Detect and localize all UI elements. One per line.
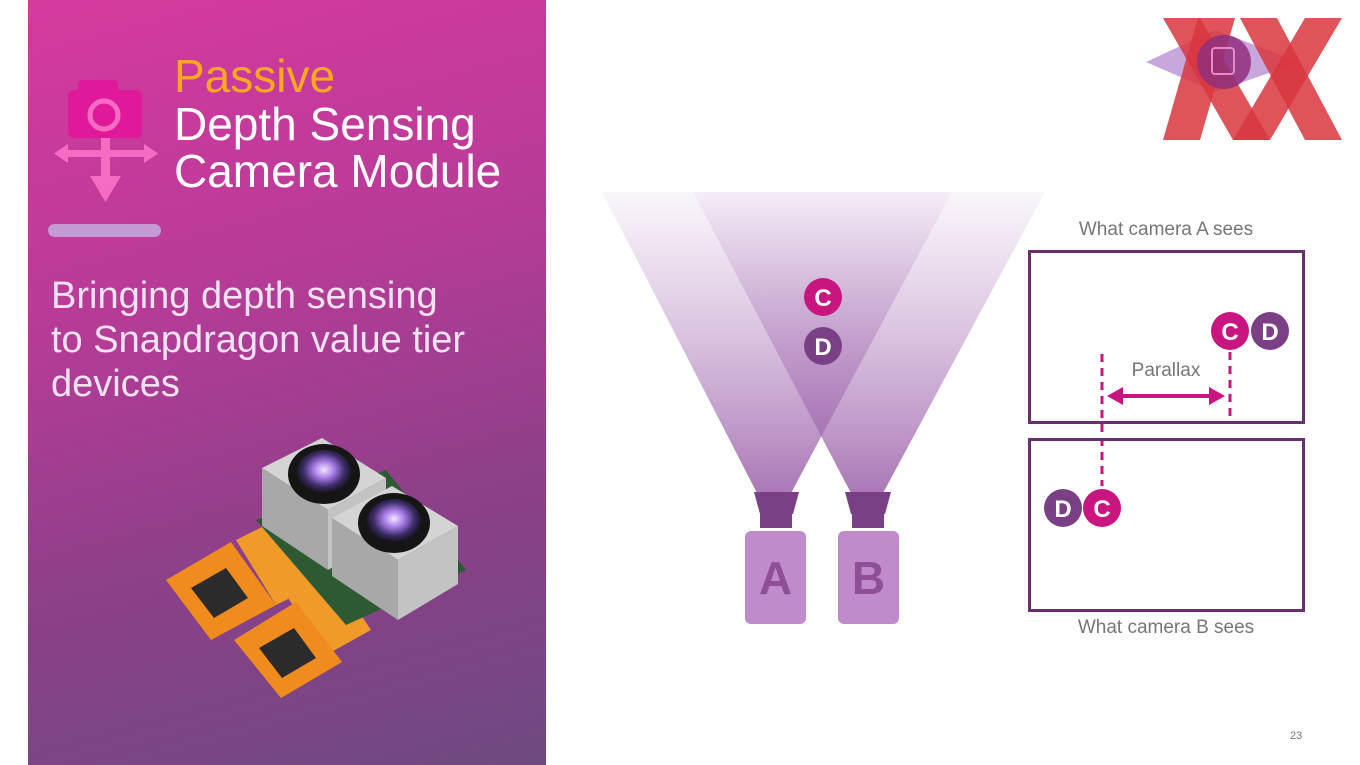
camera-a: A <box>745 492 806 624</box>
parallax-arrow <box>1107 387 1225 405</box>
scene-point-c: C <box>814 285 831 312</box>
camera-b-label: B <box>852 552 885 604</box>
camera-b: B <box>838 492 899 624</box>
parallax-label: Parallax <box>1132 360 1201 381</box>
camera-a-label: A <box>759 552 792 604</box>
camera-b-view-frame <box>1028 438 1305 612</box>
dual-camera-module-image <box>166 438 466 698</box>
title-line-3: Camera Module <box>174 145 502 197</box>
view-a-point-c: C <box>1221 319 1238 346</box>
hardwareluxx-logo <box>1146 18 1342 140</box>
title-line-2: Depth Sensing <box>174 98 476 150</box>
divider-pill <box>48 224 161 237</box>
view-b-point-c: C <box>1093 496 1110 523</box>
depth-camera-icon <box>54 80 158 202</box>
subtitle-line-2: to Snapdragon value tier <box>51 319 466 361</box>
view-b-caption: What camera B sees <box>1078 617 1254 638</box>
left-panel: Passive Depth Sensing Camera Module Brin… <box>28 0 546 765</box>
camera-a-view-frame <box>1028 250 1305 424</box>
camera-b-view-cone <box>693 192 1045 495</box>
view-a-point-d: D <box>1261 319 1278 346</box>
view-a-caption: What camera A sees <box>1079 219 1253 240</box>
scene-point-d: D <box>814 334 831 361</box>
page-number: 23 <box>1290 730 1303 742</box>
subtitle-line-3: devices <box>51 363 180 405</box>
title-accent: Passive <box>174 50 336 102</box>
view-b-point-d: D <box>1054 496 1071 523</box>
subtitle-line-1: Bringing depth sensing <box>51 275 438 317</box>
